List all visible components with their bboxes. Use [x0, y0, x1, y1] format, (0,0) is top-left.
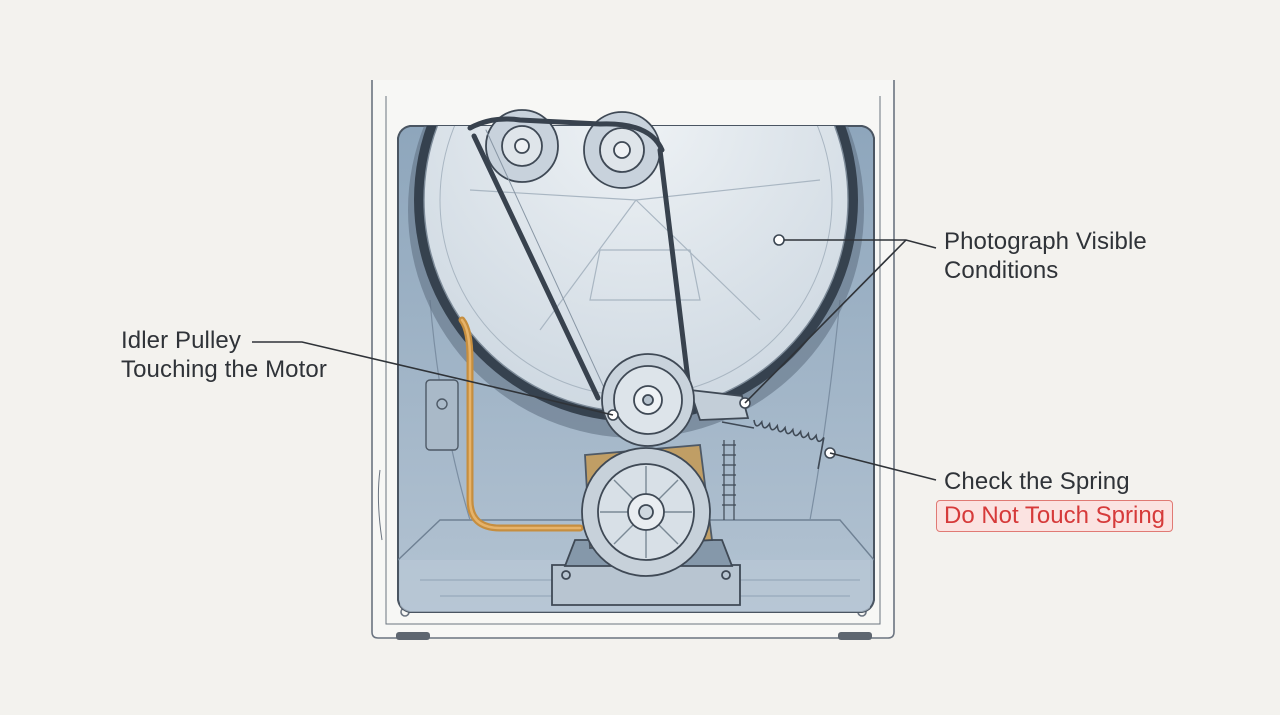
side-bracket [425, 379, 459, 451]
motor [551, 444, 741, 606]
label-idler-line1: Idler Pulley [121, 327, 241, 354]
label-photograph-line1: Photograph Visible [944, 228, 1147, 255]
label-check-the-spring: Check the Spring [944, 467, 1130, 496]
leader-spring [829, 452, 937, 481]
idler-pulley [601, 353, 750, 447]
leader-photograph-2 [744, 239, 907, 404]
warning-badge: Do Not Touch Spring [936, 500, 1174, 532]
drive-belt [467, 116, 691, 401]
label-spring-text: Check the Spring [944, 468, 1130, 495]
label-idler-line2: Touching the Motor [121, 356, 327, 383]
leader-idler [252, 341, 614, 416]
label-photograph-visible-conditions: Photograph Visible Conditions [944, 227, 1147, 285]
label-idler-pulley: Idler Pulley Touching the Motor [121, 326, 327, 384]
dryer-drum [408, 126, 864, 438]
callout-leader-lines [252, 239, 937, 481]
label-photograph-line2: Conditions [944, 257, 1059, 284]
